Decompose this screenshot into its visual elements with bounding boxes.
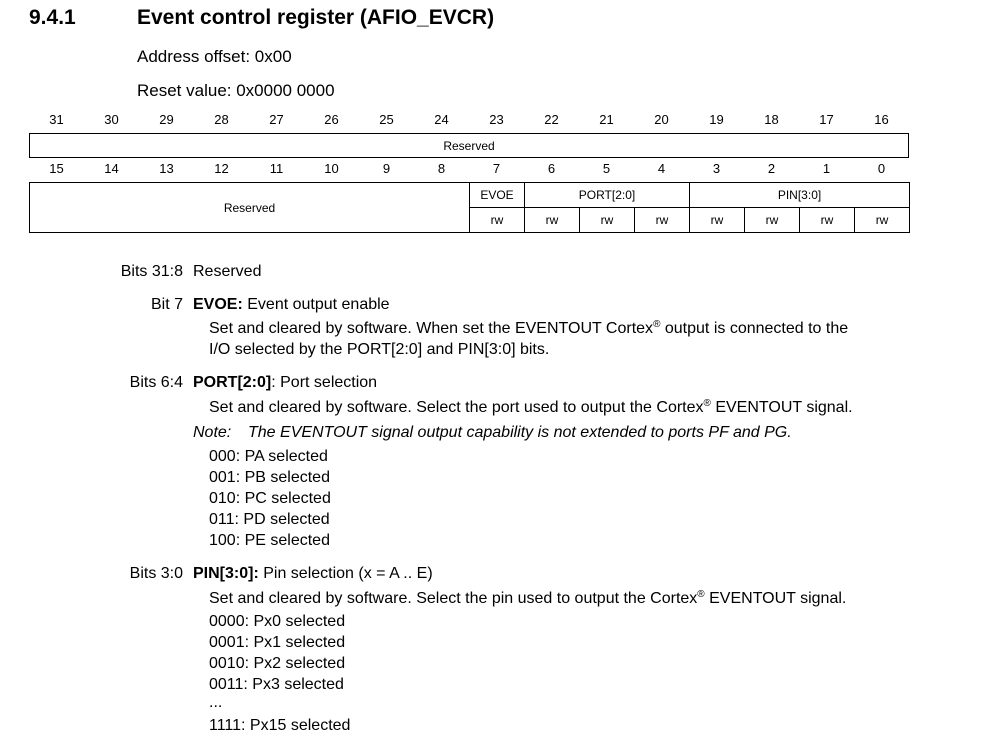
bit-number: 8 [437,161,446,176]
bit-number: 9 [382,161,391,176]
bits-label: Bit 7 [150,296,183,313]
bits-label: Bits 6:4 [129,374,183,391]
access-rw: rw [689,207,745,233]
access-rw: rw [579,207,635,233]
port-field: PORT[2:0] [524,182,690,208]
bit-number: 28 [214,112,229,127]
bit-number: 2 [767,161,776,176]
access-rw: rw [799,207,855,233]
bit-number: 18 [764,112,779,127]
option-item: 1111: Px15 selected [209,717,351,734]
option-item: 001: PB selected [209,469,330,486]
bit-number: 27 [269,112,284,127]
section-title: Event control register (AFIO_EVCR) [137,6,495,29]
bit-number: 5 [602,161,611,176]
desc-text: output is connected to the [660,320,849,337]
bit-number: 0 [877,161,886,176]
bit-numbers-high: 31 30 29 28 27 26 25 24 23 22 21 20 19 1… [29,112,909,127]
bit-number: 25 [379,112,394,127]
bit-number: 22 [544,112,559,127]
field-description: I/O selected by the PORT[2:0] and PIN[3:… [209,341,550,358]
bit-number: 6 [547,161,556,176]
desc-text: EVENTOUT signal. [710,399,853,416]
option-item: 100: PE selected [209,532,330,549]
access-rw: rw [634,207,690,233]
bit-number: 3 [712,161,721,176]
field-name: PORT[2:0] [193,374,272,391]
bit-number: 11 [269,161,284,176]
note-text: The EVENTOUT signal output capability is… [248,424,792,441]
field-description: Set and cleared by software. Select the … [209,399,853,417]
reserved-low-field: Reserved [29,182,470,233]
address-offset: Address offset: 0x00 [137,47,292,66]
option-item: 0010: Px2 selected [209,655,346,672]
desc-text: Set and cleared by software. When set th… [209,320,654,337]
bit-number: 23 [489,112,504,127]
bit-number: 12 [214,161,229,176]
option-item: 010: PC selected [209,490,331,507]
bit-number: 10 [324,161,339,176]
access-rw: rw [524,207,580,233]
bit-number: 19 [709,112,724,127]
field-title: : Port selection [271,374,378,391]
field-heading: PIN[3:0]: Pin selection (x = A .. E) [193,565,433,583]
reset-value: Reset value: 0x0000 0000 [137,81,335,100]
access-rw: rw [469,207,525,233]
access-rw: rw [853,207,911,233]
bit-number: 24 [434,112,449,127]
bits-label: Bits 31:8 [120,263,183,280]
field-name: EVOE: [193,296,243,313]
bit-number: 26 [324,112,339,127]
option-item: 0011: Px3 selected [209,676,344,693]
field-name: PIN[3:0]: [193,565,259,582]
bit-number: 15 [49,161,64,176]
field-title: Event output enable [242,296,390,313]
bit-number: 4 [657,161,666,176]
bit-number: 14 [104,161,119,176]
evoe-field: EVOE [469,182,525,208]
registered-mark: ® [697,589,705,600]
bit-numbers-low: 15 14 13 12 11 10 9 8 7 6 5 4 3 2 1 0 [29,161,909,176]
bits-label: Bits 3:0 [129,565,183,582]
access-rw: rw [744,207,800,233]
bit-number: 7 [492,161,501,176]
field-title: Pin selection (x = A .. E) [258,565,433,582]
bit-number: 29 [159,112,174,127]
reserved-high-field: Reserved [29,133,909,158]
desc-text: Set and cleared by software. Select the … [209,590,698,607]
option-item: 000: PA selected [209,448,328,465]
bit-number: 16 [874,112,889,127]
pin-field: PIN[3:0] [688,182,911,208]
registered-mark: ® [653,319,661,330]
bit-number: 1 [822,161,831,176]
field-description: Set and cleared by software. Select the … [209,590,846,608]
field-description: Set and cleared by software. When set th… [209,320,848,338]
bit-number: 17 [819,112,834,127]
field-heading: EVOE: Event output enable [193,296,390,314]
field-heading: PORT[2:0]: Port selection [193,374,377,392]
bit-number: 20 [654,112,669,127]
option-item: 0001: Px1 selected [209,634,346,651]
desc-text: Set and cleared by software. Select the … [209,399,704,416]
bit-number: 21 [599,112,614,127]
bit-number: 31 [49,112,64,127]
register-high-table: Reserved [29,133,909,158]
register-low-table: Reserved EVOE PORT[2:0] PIN[3:0] rw rw r… [29,182,911,233]
field-name: Reserved [193,263,262,280]
registered-mark: ® [703,398,711,409]
note-label: Note: [193,424,232,441]
section-number: 9.4.1 [29,6,76,29]
desc-text: EVENTOUT signal. [704,590,847,607]
bit-number: 13 [159,161,174,176]
option-ellipsis: ... [209,694,223,711]
option-item: 0000: Px0 selected [209,613,346,630]
bit-number: 30 [104,112,119,127]
option-item: 011: PD selected [209,511,330,528]
